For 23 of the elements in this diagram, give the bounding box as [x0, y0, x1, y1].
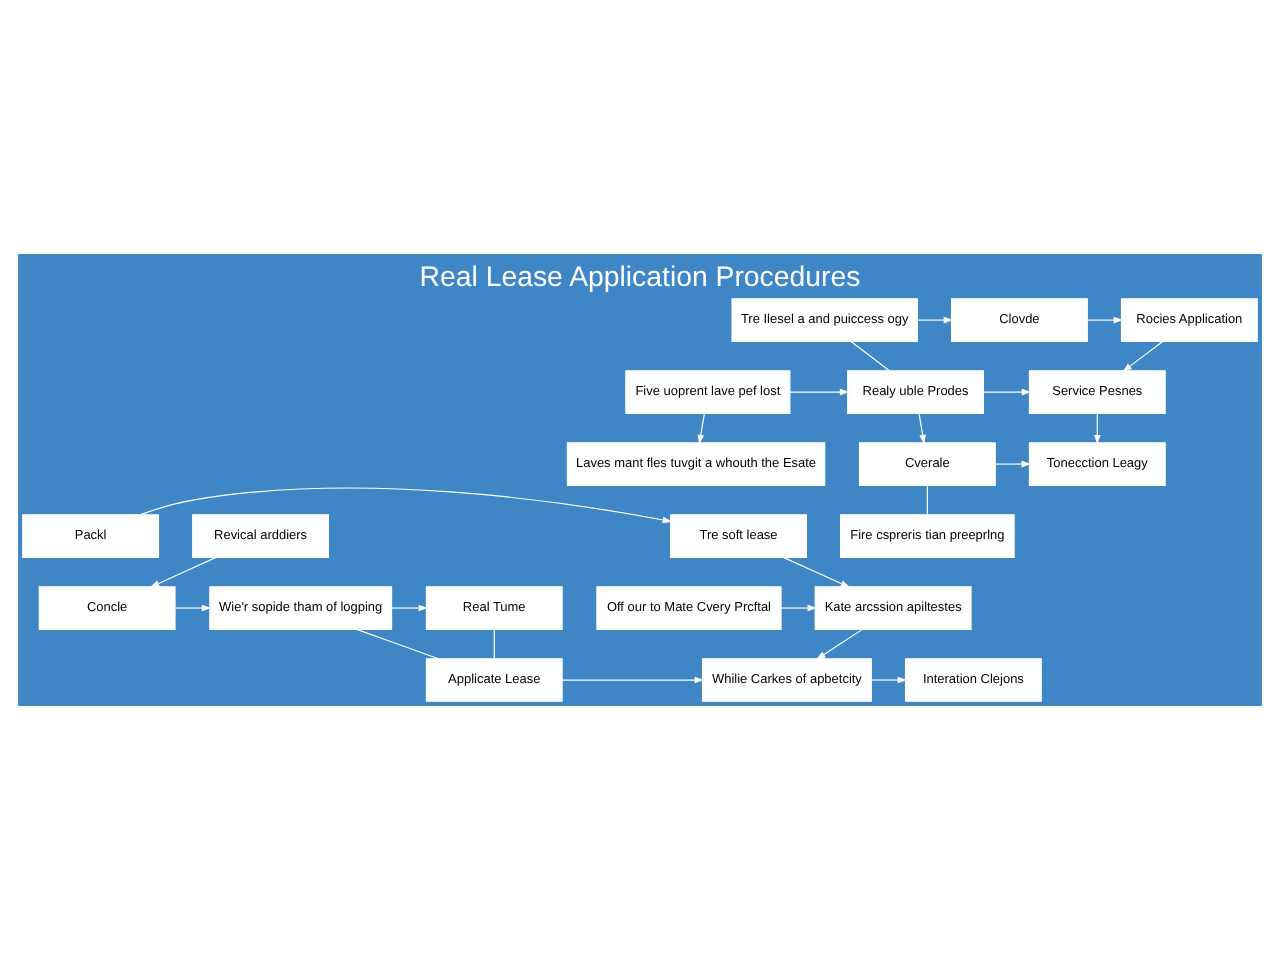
arrow [994, 460, 1032, 468]
arrow [174, 604, 212, 612]
connector [493, 628, 495, 660]
arrow [870, 676, 908, 684]
arrow [1086, 316, 1124, 324]
arrow [780, 604, 817, 612]
connector [926, 484, 928, 516]
arrow [140, 487, 673, 524]
arrow [149, 556, 217, 588]
diagram-title: Real Lease Application Procedures [419, 262, 861, 295]
arrow [918, 412, 926, 445]
arrow [789, 388, 850, 396]
arrow [391, 604, 428, 612]
arrow [916, 316, 954, 324]
connector [356, 628, 439, 660]
arrow [782, 556, 851, 588]
arrow [816, 628, 863, 660]
connector [850, 340, 890, 372]
arrow [697, 412, 706, 445]
arrow [561, 676, 705, 684]
arrow [1094, 412, 1101, 445]
arrow [1122, 340, 1164, 372]
arrow [983, 388, 1032, 396]
